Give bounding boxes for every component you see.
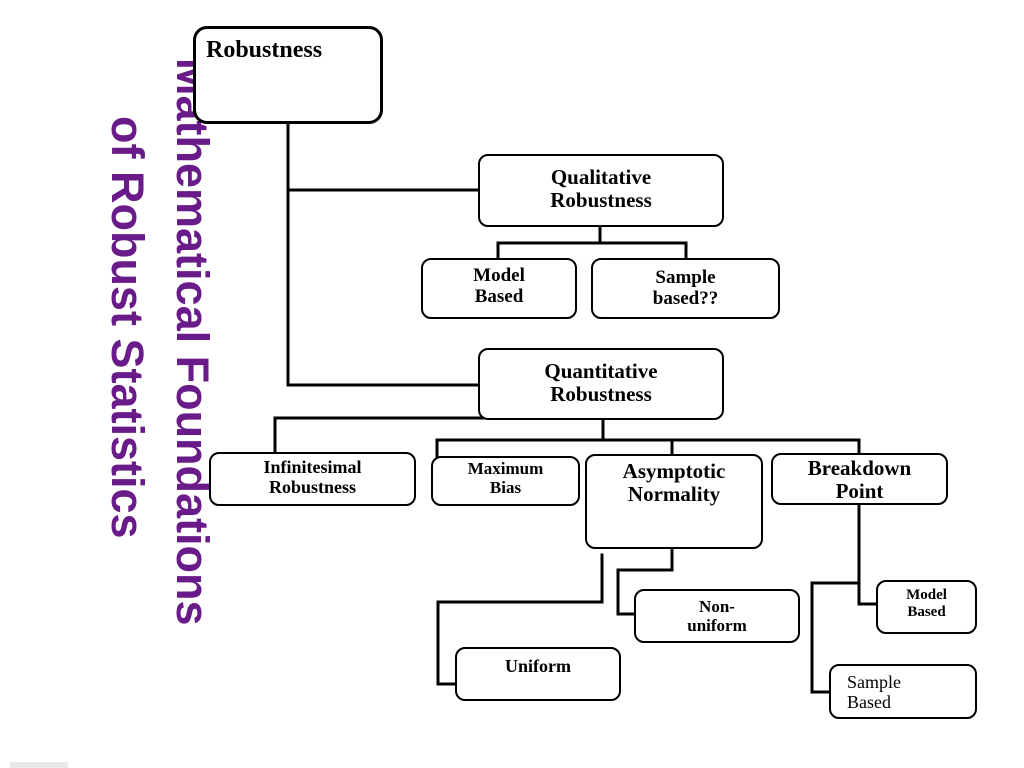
corner-mark — [10, 762, 68, 768]
sample-based-top-box: Sample based?? — [591, 258, 780, 319]
maximum-bias-box: Maximum Bias — [431, 456, 580, 506]
non-uniform-box: Non- uniform — [634, 589, 800, 643]
breakdown-point-box: Breakdown Point — [771, 453, 948, 505]
model-based-top-box: Model Based — [421, 258, 577, 319]
robustness-box: Robustness — [193, 26, 383, 124]
model-based-bottom-box: Model Based — [876, 580, 977, 634]
quantitative-robustness-box: Quantitative Robustness — [478, 348, 724, 420]
qualitative-robustness-box: Qualitative Robustness — [478, 154, 724, 227]
infinitesimal-robustness-box: Infinitesimal Robustness — [209, 452, 416, 506]
uniform-box: Uniform — [455, 647, 621, 701]
sample-based-bottom-box: Sample Based — [829, 664, 977, 719]
asymptotic-normality-box: Asymptotic Normality — [585, 454, 763, 549]
